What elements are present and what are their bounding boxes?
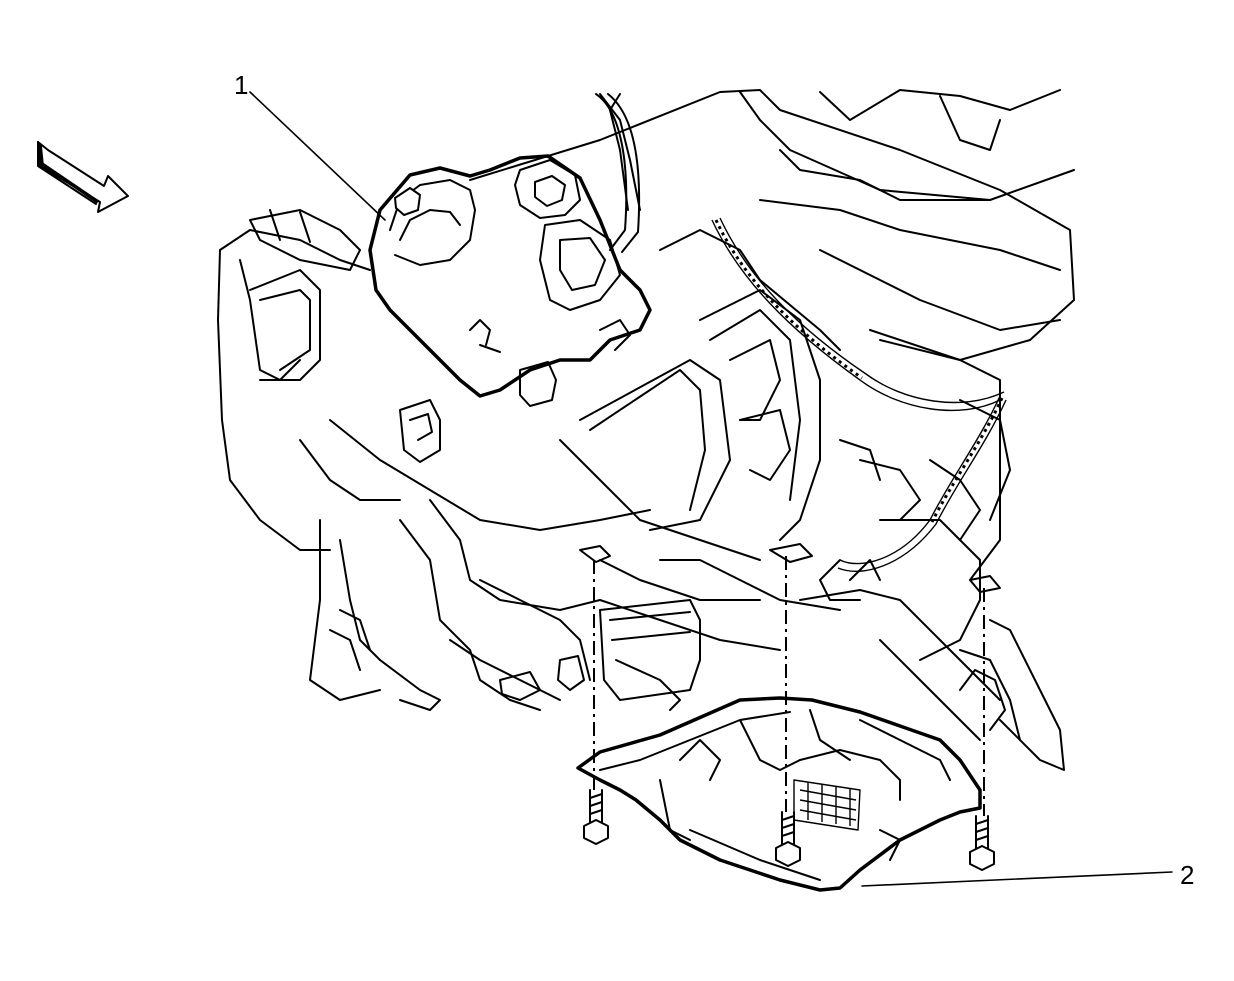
- callout-label-1: 1: [234, 70, 249, 100]
- fastener-bolt-right: [969, 815, 995, 871]
- fastener-bolt-left: [583, 789, 609, 845]
- mounting-tabs: [579, 543, 1001, 593]
- alignment-lines: [593, 556, 985, 816]
- leader-lines: [249, 91, 1173, 887]
- heater-core-tube: [959, 619, 1065, 771]
- hvac-module-housing: [217, 229, 1001, 741]
- fastener-bolt-center: [775, 811, 801, 867]
- actuator-component: [368, 154, 652, 398]
- wire-harness: [711, 217, 1007, 601]
- air-ducts: [249, 209, 371, 671]
- actuator-cable: [595, 93, 641, 253]
- electrical-connectors: [399, 361, 701, 711]
- callout-label-2: 2: [1180, 860, 1195, 890]
- front-direction-arrow-icon: [37, 141, 129, 213]
